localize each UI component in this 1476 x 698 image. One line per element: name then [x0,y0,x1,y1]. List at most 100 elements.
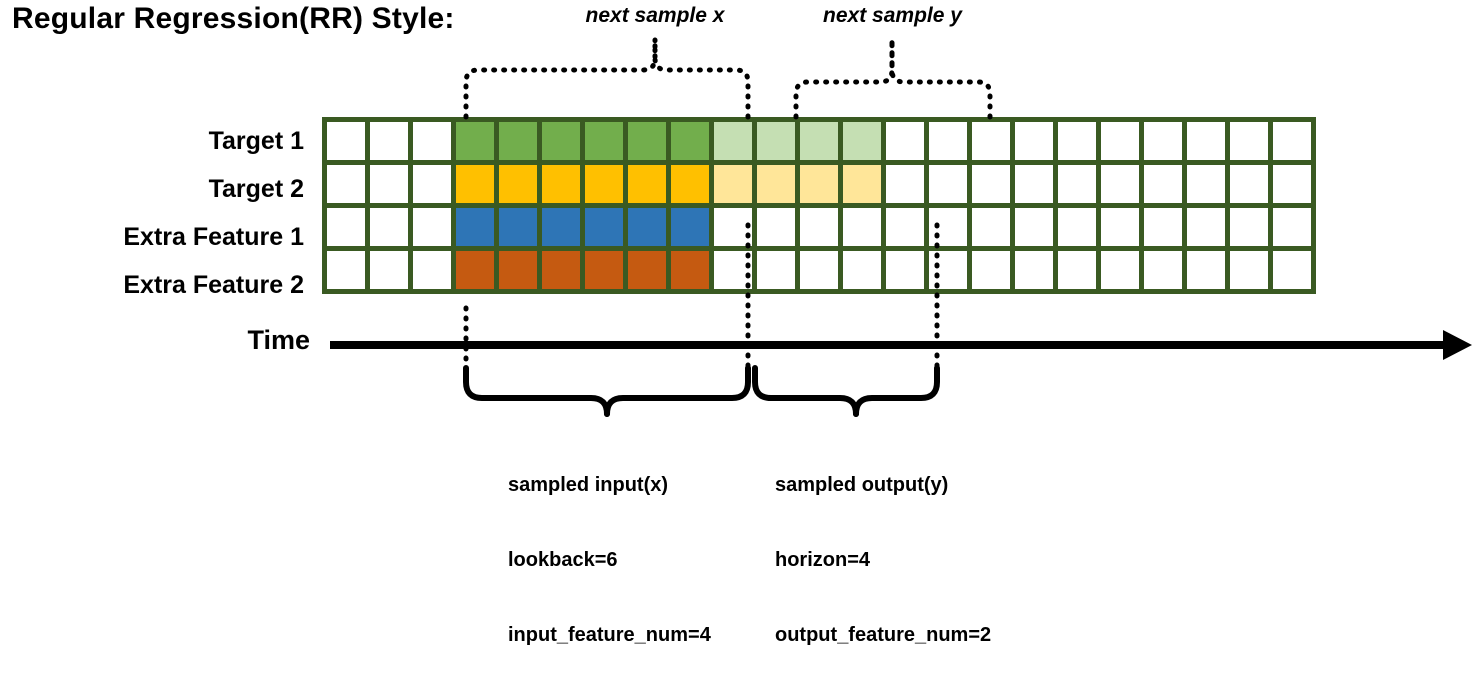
caption-next-sample-y: next sample y [823,4,962,27]
annotation-input-line-3: input_feature_num=4 [508,624,711,646]
grid-cell [413,208,451,246]
page-title: Regular Regression(RR) Style: [12,2,455,35]
grid-cell [542,208,580,246]
grid-cell [327,251,365,289]
row-label-extra-feature-2: Extra Feature 2 [123,271,304,299]
grid-cell [886,251,924,289]
grid-cell [1015,165,1053,203]
grid-cell [585,251,623,289]
grid-cell [757,251,795,289]
grid-cell [843,251,881,289]
grid-cell [413,251,451,289]
annotation-input-line-2: lookback=6 [508,549,618,571]
grid-cell [671,165,709,203]
grid-cell [1144,208,1182,246]
grid-cell [585,165,623,203]
grid-cell [628,208,666,246]
grid-cell [499,165,537,203]
grid-cell [757,208,795,246]
grid-cell [370,251,408,289]
grid-cell [1058,208,1096,246]
grid-row-target-1 [327,122,1311,160]
time-axis-arrow [330,330,1472,360]
annotation-output-line-1: sampled output(y) [775,474,949,496]
row-label-target-1: Target 1 [208,127,304,155]
grid-cell [800,251,838,289]
grid-cell [1015,208,1053,246]
grid-cell [929,208,967,246]
grid-cell [800,122,838,160]
grid-cell [929,251,967,289]
grid-cell [628,165,666,203]
grid-cell [1230,208,1268,246]
grid-cell [1230,122,1268,160]
row-label-column: Target 1 Target 2 Extra Feature 1 Extra … [0,117,312,309]
grid-cell [929,122,967,160]
grid-cell [370,165,408,203]
row-label-extra-feature-1: Extra Feature 1 [123,223,304,251]
grid-cell [1101,251,1139,289]
grid-cell [671,208,709,246]
grid-cell [1058,122,1096,160]
grid-cell [370,122,408,160]
grid-cell [757,122,795,160]
grid-cell [1187,208,1225,246]
grid-cell [499,251,537,289]
grid-cell [843,208,881,246]
grid-cell [499,208,537,246]
grid-cell [1058,251,1096,289]
grid-cell [456,251,494,289]
timeseries-grid [322,117,1316,294]
grid-cell [929,165,967,203]
row-label-target-2: Target 2 [208,175,304,203]
grid-cell [327,122,365,160]
brace-sampled-input [463,365,751,417]
grid-cell [1058,165,1096,203]
grid-cell [1144,251,1182,289]
grid-cell [628,122,666,160]
grid-cell [1187,251,1225,289]
grid-cell [1101,165,1139,203]
grid-cell [972,122,1010,160]
grid-cell [671,251,709,289]
annotation-input-line-1: sampled input(x) [508,474,669,496]
grid-cell [542,165,580,203]
time-axis-label: Time [247,325,310,355]
grid-row-extra-feature-2 [327,251,1311,289]
grid-cell [585,122,623,160]
grid-row-target-2 [327,165,1311,203]
dotted-brace-next-sample-y [793,37,993,120]
grid-cell [585,208,623,246]
grid-cell [1273,208,1311,246]
grid-cell [800,208,838,246]
caption-next-sample-x: next sample x [585,4,725,27]
grid-cell [628,251,666,289]
grid-cell [714,208,752,246]
grid-cell [1015,122,1053,160]
grid-cell [1187,165,1225,203]
grid-cell [542,122,580,160]
grid-cell [1144,165,1182,203]
grid-cell [1101,208,1139,246]
grid-row-extra-feature-1 [327,208,1311,246]
grid-cell [413,122,451,160]
grid-cell [1187,122,1225,160]
grid-cell [800,165,838,203]
grid-cell [757,165,795,203]
grid-cell [671,122,709,160]
brace-sampled-output [752,365,940,417]
grid-cell [972,251,1010,289]
grid-cell [456,208,494,246]
diagram-canvas: Regular Regression(RR) Style: Target 1 T… [0,2,1472,646]
grid-cell [456,165,494,203]
grid-cell [370,208,408,246]
grid-cell [1101,122,1139,160]
annotation-sampled-input: sampled input(x) lookback=6 input_featur… [508,423,711,698]
grid-cell [1144,122,1182,160]
grid-cell [886,165,924,203]
grid-cell [886,208,924,246]
grid-cell [1230,165,1268,203]
annotation-output-line-2: horizon=4 [775,549,871,571]
grid-cell [327,208,365,246]
grid-cell [499,122,537,160]
